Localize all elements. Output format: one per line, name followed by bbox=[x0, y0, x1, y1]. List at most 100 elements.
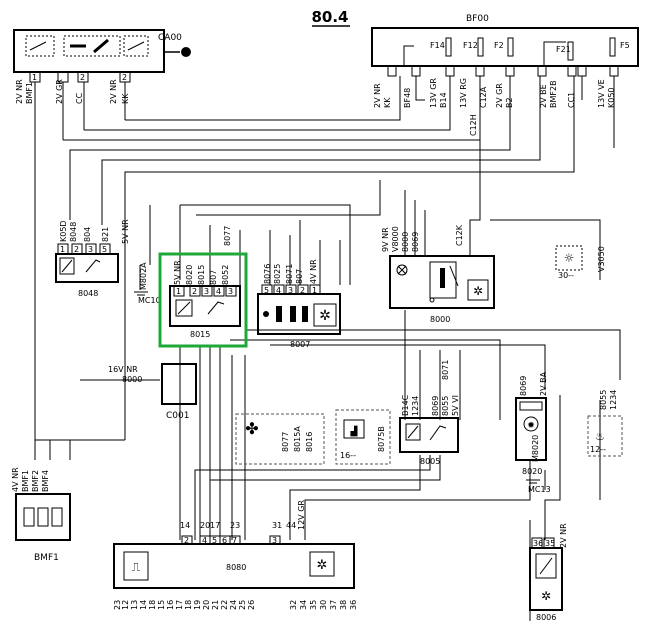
bottom-pin-label: 24 bbox=[229, 600, 238, 610]
svg-text:2: 2 bbox=[192, 287, 197, 296]
svg-text:2: 2 bbox=[184, 536, 189, 545]
dashed-box-12: ♨ 12-- bbox=[587, 415, 623, 457]
svg-text:8000: 8000 bbox=[401, 232, 410, 252]
svg-text:3: 3 bbox=[228, 287, 233, 296]
svg-text:F5: F5 bbox=[620, 41, 630, 50]
bottom-pin-label: 37 bbox=[329, 600, 338, 610]
svg-text:3: 3 bbox=[272, 536, 277, 545]
svg-text:1234: 1234 bbox=[609, 390, 618, 410]
svg-text:2: 2 bbox=[74, 245, 79, 254]
chip-icon: ⎍ bbox=[132, 560, 141, 574]
svg-text:12V GR: 12V GR bbox=[297, 500, 306, 530]
svg-text:K05D: K05D bbox=[59, 220, 68, 242]
bottom-pin-label: 36 bbox=[349, 600, 358, 610]
wire-network bbox=[34, 76, 621, 621]
svg-text:F14: F14 bbox=[430, 41, 445, 50]
svg-text:4V NR: 4V NR bbox=[309, 259, 318, 284]
svg-text:8025: 8025 bbox=[273, 264, 282, 284]
svg-text:BMF2: BMF2 bbox=[31, 470, 40, 492]
bottom-pin-label: 26 bbox=[247, 600, 256, 610]
svg-text:8069: 8069 bbox=[519, 376, 528, 396]
svg-text:BMF4: BMF4 bbox=[41, 470, 50, 492]
svg-text:8071: 8071 bbox=[285, 264, 294, 284]
bottom-pin-label: 13 bbox=[130, 600, 139, 610]
bmf1-block: 4V NR BMF1 BMF2 BMF4 BMF1 bbox=[11, 467, 71, 563]
bottom-pin-label: 20 bbox=[202, 600, 211, 610]
svg-text:2V NR: 2V NR bbox=[373, 83, 382, 108]
highlight-box bbox=[158, 252, 248, 348]
bottom-pin-label: 15 bbox=[157, 600, 166, 610]
svg-text:807: 807 bbox=[295, 269, 304, 284]
svg-text:C12A: C12A bbox=[479, 86, 488, 108]
svg-text:3: 3 bbox=[288, 286, 293, 295]
svg-text:B14C: B14C bbox=[401, 394, 410, 416]
bottom-pin-label: 18 bbox=[148, 600, 157, 610]
bottom-pin-label: 22 bbox=[220, 600, 229, 610]
svg-text:8075B: 8075B bbox=[377, 426, 386, 452]
bottom-pin-label: 34 bbox=[299, 600, 308, 610]
lamp-icon: ☼ bbox=[564, 251, 575, 265]
svg-text:BMF2B: BMF2B bbox=[549, 80, 558, 108]
svg-text:3: 3 bbox=[88, 245, 93, 254]
svg-text:14: 14 bbox=[180, 521, 190, 530]
svg-text:M802A: M802A bbox=[139, 262, 148, 290]
svg-text:5: 5 bbox=[102, 245, 107, 254]
svg-text:8069: 8069 bbox=[411, 232, 420, 252]
svg-text:CC1: CC1 bbox=[567, 92, 576, 108]
svg-text:6: 6 bbox=[222, 536, 227, 545]
bottom-pin-label: 30 bbox=[319, 600, 328, 610]
module-8000-label: 8000 bbox=[430, 315, 450, 324]
svg-text:2V BA: 2V BA bbox=[539, 371, 548, 396]
svg-text:1234: 1234 bbox=[411, 396, 420, 416]
bottom-pin-label: 23 bbox=[113, 600, 122, 610]
svg-text:16V NR: 16V NR bbox=[108, 365, 138, 374]
svg-text:KK: KK bbox=[383, 97, 392, 108]
svg-text:BMF1: BMF1 bbox=[21, 470, 30, 492]
svg-text:30--: 30-- bbox=[558, 271, 574, 280]
svg-text:7: 7 bbox=[232, 536, 237, 545]
svg-text:2V BE: 2V BE bbox=[539, 84, 548, 108]
svg-text:12--: 12-- bbox=[590, 445, 606, 454]
bottom-pin-label: 16 bbox=[166, 600, 175, 610]
svg-text:8077: 8077 bbox=[281, 432, 290, 452]
bf00-fusebox: BF00 F14 F12 F2 F21 F5 bbox=[371, 14, 639, 77]
svg-text:44: 44 bbox=[286, 521, 296, 530]
svg-text:V3050: V3050 bbox=[597, 246, 606, 272]
relay-8048-label: 8048 bbox=[78, 289, 98, 298]
svg-text:2: 2 bbox=[80, 73, 85, 82]
svg-text:8069: 8069 bbox=[431, 396, 440, 416]
display-icon: ▟ bbox=[350, 425, 359, 437]
relay-8007: 8076 8025 8071 807 4V NR 5 4 3 2 1 ✲ 800… bbox=[257, 259, 341, 349]
module-8000: 9V NR V8000 8000 8069 C12K ✲ 8000 bbox=[381, 224, 495, 324]
module-8080: 14 20 17 23 31 44 12V GR 2 4 5 6 7 3 ⎍ ✲… bbox=[113, 500, 355, 589]
bottom-pin-label: 32 bbox=[289, 600, 298, 610]
svg-text:20: 20 bbox=[200, 521, 210, 530]
svg-text:8071: 8071 bbox=[441, 360, 450, 380]
svg-text:8048: 8048 bbox=[69, 222, 78, 242]
svg-text:8077: 8077 bbox=[223, 226, 232, 246]
relay-8015: 5V NR 8020 8015 807 8052 8077 1 2 3 4 3 … bbox=[158, 226, 248, 348]
ca00-switch: CA00 1 2 2 bbox=[13, 29, 191, 83]
bottom-pin-label: 38 bbox=[339, 600, 348, 610]
c001-label: C001 bbox=[166, 411, 189, 421]
svg-text:9V NR: 9V NR bbox=[381, 227, 390, 252]
svg-text:23: 23 bbox=[230, 521, 240, 530]
svg-text:5: 5 bbox=[264, 286, 269, 295]
key-icon bbox=[181, 47, 191, 57]
svg-text:821: 821 bbox=[101, 227, 110, 242]
svg-text:5V NR: 5V NR bbox=[173, 260, 182, 285]
fan-icon: ✲ bbox=[317, 558, 328, 573]
svg-text:2V GR: 2V GR bbox=[495, 83, 504, 108]
lamp-30: ☼ 30-- V3050 bbox=[555, 245, 606, 280]
fan-icon: ✲ bbox=[541, 589, 551, 603]
svg-text:1: 1 bbox=[312, 286, 317, 295]
svg-text:5: 5 bbox=[212, 536, 217, 545]
svg-text:8055: 8055 bbox=[599, 390, 608, 410]
relay-8007-label: 8007 bbox=[290, 340, 310, 349]
dashed-box-16: ▟ 16-- 8075B bbox=[335, 409, 391, 465]
svg-text:M8020: M8020 bbox=[531, 435, 540, 462]
svg-text:8076: 8076 bbox=[263, 264, 272, 284]
svg-text:2V NR: 2V NR bbox=[15, 79, 24, 104]
